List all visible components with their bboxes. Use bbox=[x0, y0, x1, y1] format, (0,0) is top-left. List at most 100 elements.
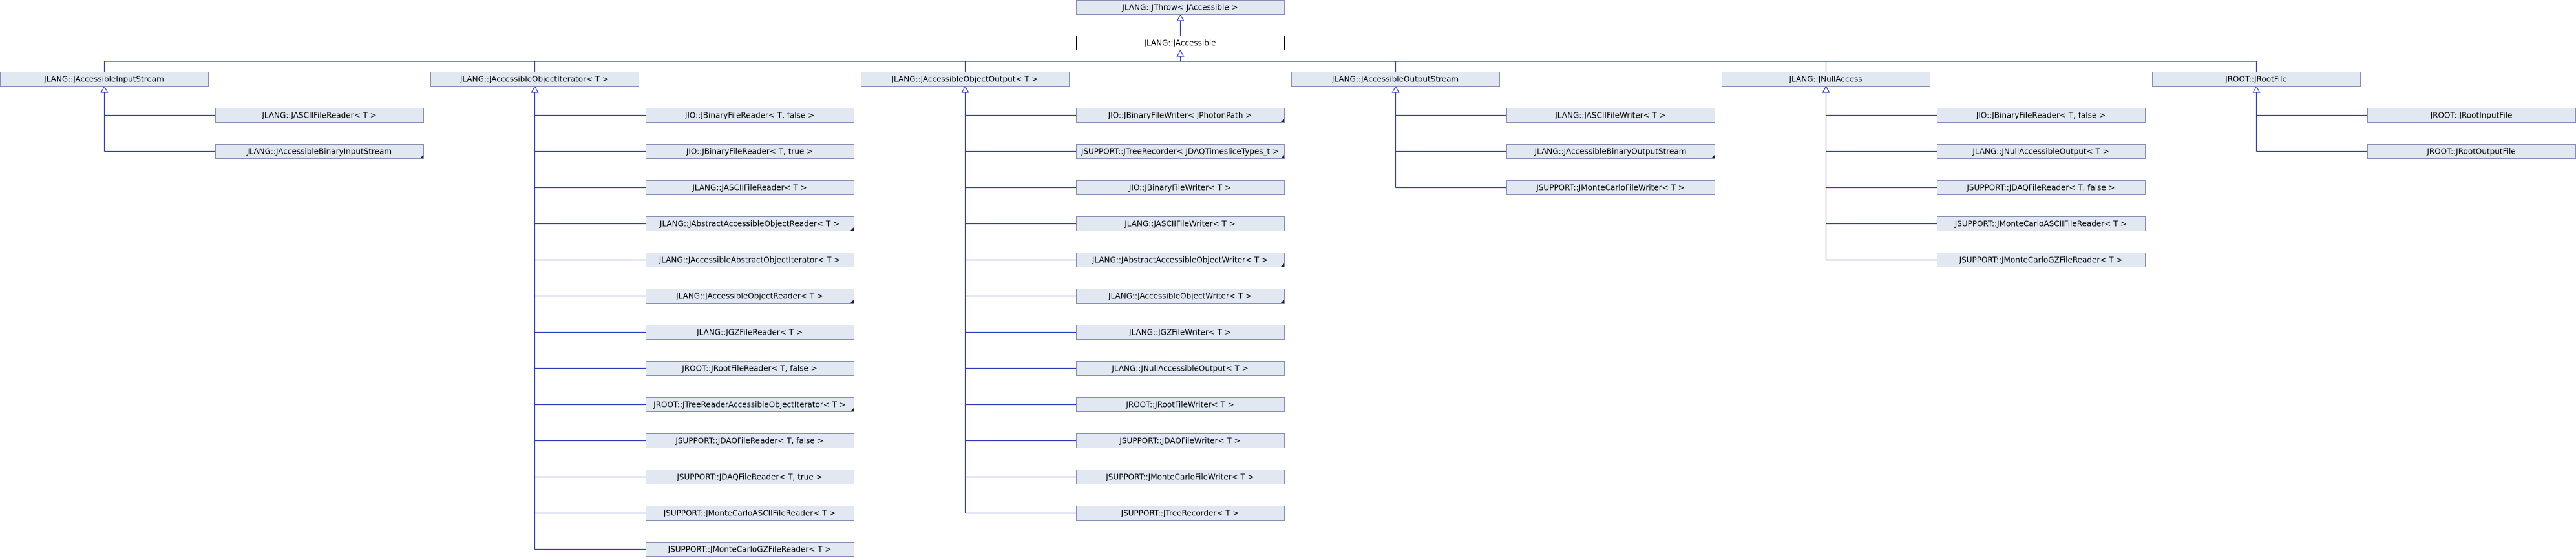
class-node-branch-4-child-2[interactable]: JSUPPORT::JDAQFileReader< T, false > bbox=[1937, 180, 2146, 195]
class-node-branch-5-child-0[interactable]: JROOT::JRootInputFile bbox=[2367, 108, 2576, 123]
class-node-branch-2-child-7-box bbox=[1076, 361, 1285, 376]
class-node-branch-2-child-9-label: JSUPPORT::JDAQFileWriter< T > bbox=[1119, 437, 1240, 446]
class-node-branch-1-child-5-label: JLANG::JAccessibleObjectReader< T > bbox=[675, 292, 823, 301]
class-node-branch-4-child-2-label: JSUPPORT::JDAQFileReader< T, false > bbox=[1966, 183, 2115, 192]
class-node-branch-2-child-2-label: JIO::JBinaryFileWriter< T > bbox=[1128, 183, 1231, 192]
class-node-branch-1-child-8-box bbox=[646, 397, 854, 412]
class-node-branch-1-child-3[interactable]: JLANG::JAbstractAccessibleObjectReader< … bbox=[646, 216, 854, 231]
class-node-branch-3-child-2-label: JSUPPORT::JMonteCarloFileWriter< T > bbox=[1536, 183, 1684, 192]
class-node-branch-1-child-6[interactable]: JLANG::JGZFileReader< T > bbox=[646, 325, 854, 340]
class-node-jthrow[interactable]: JLANG::JThrow< JAccessible > bbox=[1076, 0, 1285, 15]
class-node-branch-0-label: JLANG::JAccessibleInputStream bbox=[43, 75, 164, 84]
class-node-branch-2-child-0-box bbox=[1076, 108, 1285, 123]
class-node-branch-2-child-9[interactable]: JSUPPORT::JDAQFileWriter< T > bbox=[1076, 433, 1285, 448]
class-node-branch-2-child-3[interactable]: JLANG::JASCIIFileWriter< T > bbox=[1076, 216, 1285, 231]
class-node-branch-4-child-3-label: JSUPPORT::JMonteCarloASCIIFileReader< T … bbox=[1954, 220, 2127, 229]
class-node-branch-3-label: JLANG::JAccessibleOutputStream bbox=[1331, 75, 1459, 84]
class-node-branch-1-child-3-more-marker bbox=[850, 227, 854, 231]
class-node-branch-5-box bbox=[2152, 72, 2361, 87]
class-node-branch-1-child-1-label: JIO::JBinaryFileReader< T, true > bbox=[686, 147, 813, 156]
class-node-branch-3-child-1-label: JLANG::JAccessibleBinaryOutputStream bbox=[1534, 147, 1687, 156]
class-node-branch-1-child-4[interactable]: JLANG::JAccessibleAbstractObjectIterator… bbox=[646, 253, 854, 267]
class-node-jaccessible[interactable]: JLANG::JAccessible bbox=[1076, 36, 1285, 50]
class-node-branch-1-child-8-label: JROOT::JTreeReaderAccessibleObjectIterat… bbox=[653, 400, 846, 409]
class-node-branch-1-child-12-label: JSUPPORT::JMonteCarloGZFileReader< T > bbox=[668, 545, 832, 554]
class-node-branch-2-child-10[interactable]: JSUPPORT::JMonteCarloFileWriter< T > bbox=[1076, 470, 1285, 484]
class-node-branch-3-child-0[interactable]: JLANG::JASCIIFileWriter< T > bbox=[1506, 108, 1715, 123]
class-node-branch-2-label: JLANG::JAccessibleObjectOutput< T > bbox=[891, 75, 1039, 84]
class-node-branch-1-child-5[interactable]: JLANG::JAccessibleObjectReader< T > bbox=[646, 289, 854, 304]
class-node-branch-1-child-11-box bbox=[646, 506, 854, 521]
class-node-branch-2-child-5-more-marker bbox=[1281, 300, 1284, 303]
class-node-branch-2-child-4-label: JLANG::JAbstractAccessibleObjectWriter< … bbox=[1092, 256, 1268, 265]
class-node-branch-5-child-1[interactable]: JROOT::JRootOutputFile bbox=[2367, 144, 2576, 159]
class-node-branch-4-child-4[interactable]: JSUPPORT::JMonteCarloGZFileReader< T > bbox=[1937, 253, 2146, 267]
class-node-branch-1-child-9-label: JSUPPORT::JDAQFileReader< T, false > bbox=[675, 437, 823, 446]
arrow-branch-3 bbox=[1391, 85, 1400, 93]
class-node-branch-2-child-0[interactable]: JIO::JBinaryFileWriter< JPhotonPath > bbox=[1076, 108, 1285, 123]
class-node-branch-2-child-5-box bbox=[1076, 289, 1285, 304]
arrow-branch-0 bbox=[100, 85, 109, 93]
class-node-branch-3[interactable]: JLANG::JAccessibleOutputStream bbox=[1291, 72, 1500, 87]
class-node-branch-1-child-12-box bbox=[646, 542, 854, 557]
class-node-branch-1-child-10[interactable]: JSUPPORT::JDAQFileReader< T, true > bbox=[646, 470, 854, 484]
class-node-branch-0-child-1-more-marker bbox=[420, 155, 423, 158]
class-node-branch-3-box bbox=[1291, 72, 1500, 87]
class-node-branch-1[interactable]: JLANG::JAccessibleObjectIterator< T > bbox=[430, 72, 639, 87]
class-node-branch-2-child-10-box bbox=[1076, 470, 1285, 484]
class-node-branch-3-child-1[interactable]: JLANG::JAccessibleBinaryOutputStream bbox=[1506, 144, 1715, 159]
class-node-branch-1-child-8-more-marker bbox=[850, 408, 854, 411]
class-node-branch-2-child-1-more-marker bbox=[1281, 155, 1284, 158]
class-node-branch-2-child-0-label: JIO::JBinaryFileWriter< JPhotonPath > bbox=[1108, 111, 1252, 120]
class-node-branch-4-child-0-label: JIO::JBinaryFileReader< T, false > bbox=[1976, 111, 2106, 120]
class-node-branch-3-child-2-box bbox=[1506, 180, 1715, 195]
class-node-branch-1-child-2-label: JLANG::JASCIIFileReader< T > bbox=[692, 183, 807, 192]
class-node-branch-2-child-7[interactable]: JLANG::JNullAccessibleOutput< T > bbox=[1076, 361, 1285, 376]
class-node-branch-1-child-6-box bbox=[646, 325, 854, 340]
class-node-branch-1-child-8[interactable]: JROOT::JTreeReaderAccessibleObjectIterat… bbox=[646, 397, 854, 412]
class-node-branch-1-child-12[interactable]: JSUPPORT::JMonteCarloGZFileReader< T > bbox=[646, 542, 854, 557]
class-node-branch-2-child-5[interactable]: JLANG::JAccessibleObjectWriter< T > bbox=[1076, 289, 1285, 304]
class-node-branch-2-child-2[interactable]: JIO::JBinaryFileWriter< T > bbox=[1076, 180, 1285, 195]
class-node-branch-3-child-1-more-marker bbox=[1711, 155, 1715, 158]
class-node-branch-4-child-3-box bbox=[1937, 216, 2146, 231]
class-node-branch-5[interactable]: JROOT::JRootFile bbox=[2152, 72, 2361, 87]
class-node-branch-0[interactable]: JLANG::JAccessibleInputStream bbox=[0, 72, 209, 87]
class-node-branch-1-child-0-label: JIO::JBinaryFileReader< T, false > bbox=[684, 111, 814, 120]
class-node-branch-4-child-4-box bbox=[1937, 253, 2146, 267]
class-node-branch-1-child-0[interactable]: JIO::JBinaryFileReader< T, false > bbox=[646, 108, 854, 123]
class-node-branch-2[interactable]: JLANG::JAccessibleObjectOutput< T > bbox=[861, 72, 1070, 87]
class-node-branch-4[interactable]: JLANG::JNullAccess bbox=[1722, 72, 1930, 87]
class-node-branch-2-child-5-label: JLANG::JAccessibleObjectWriter< T > bbox=[1108, 292, 1252, 301]
class-node-branch-1-child-3-box bbox=[646, 216, 854, 231]
class-node-branch-1-child-11[interactable]: JSUPPORT::JMonteCarloASCIIFileReader< T … bbox=[646, 506, 854, 521]
class-node-branch-3-child-0-box bbox=[1506, 108, 1715, 123]
class-node-branch-2-child-6[interactable]: JLANG::JGZFileWriter< T > bbox=[1076, 325, 1285, 340]
class-node-branch-1-child-1[interactable]: JIO::JBinaryFileReader< T, true > bbox=[646, 144, 854, 159]
class-node-branch-1-child-9[interactable]: JSUPPORT::JDAQFileReader< T, false > bbox=[646, 433, 854, 448]
class-node-branch-2-child-11[interactable]: JSUPPORT::JTreeRecorder< T > bbox=[1076, 506, 1285, 521]
class-node-jthrow-label: JLANG::JThrow< JAccessible > bbox=[1121, 3, 1238, 12]
class-node-branch-1-child-7[interactable]: JROOT::JRootFileReader< T, false > bbox=[646, 361, 854, 376]
arrow-branch-1 bbox=[531, 85, 539, 93]
class-node-branch-2-child-8[interactable]: JROOT::JRootFileWriter< T > bbox=[1076, 397, 1285, 412]
class-node-branch-2-child-1[interactable]: JSUPPORT::JTreeRecorder< JDAQTimesliceTy… bbox=[1076, 144, 1285, 159]
class-node-branch-2-child-1-label: JSUPPORT::JTreeRecorder< JDAQTimesliceTy… bbox=[1081, 147, 1279, 156]
class-node-branch-2-child-4[interactable]: JLANG::JAbstractAccessibleObjectWriter< … bbox=[1076, 253, 1285, 267]
class-node-branch-0-child-0-label: JLANG::JASCIIFileReader< T > bbox=[261, 111, 376, 120]
class-node-branch-1-child-2[interactable]: JLANG::JASCIIFileReader< T > bbox=[646, 180, 854, 195]
class-node-branch-3-child-0-label: JLANG::JASCIIFileWriter< T > bbox=[1554, 111, 1665, 120]
class-node-branch-4-child-1[interactable]: JLANG::JNullAccessibleOutput< T > bbox=[1937, 144, 2146, 159]
class-node-branch-4-child-2-box bbox=[1937, 180, 2146, 195]
class-node-branch-4-child-0[interactable]: JIO::JBinaryFileReader< T, false > bbox=[1937, 108, 2146, 123]
class-node-branch-0-child-0-box bbox=[215, 108, 424, 123]
class-node-branch-0-child-1[interactable]: JLANG::JAccessibleBinaryInputStream bbox=[215, 144, 424, 159]
class-node-branch-1-child-4-label: JLANG::JAccessibleAbstractObjectIterator… bbox=[659, 256, 841, 265]
class-node-branch-2-box bbox=[861, 72, 1070, 87]
class-node-branch-0-child-0[interactable]: JLANG::JASCIIFileReader< T > bbox=[215, 108, 424, 123]
class-node-branch-3-child-2[interactable]: JSUPPORT::JMonteCarloFileWriter< T > bbox=[1506, 180, 1715, 195]
class-node-branch-4-child-3[interactable]: JSUPPORT::JMonteCarloASCIIFileReader< T … bbox=[1937, 216, 2146, 231]
class-node-branch-2-child-9-box bbox=[1076, 433, 1285, 448]
